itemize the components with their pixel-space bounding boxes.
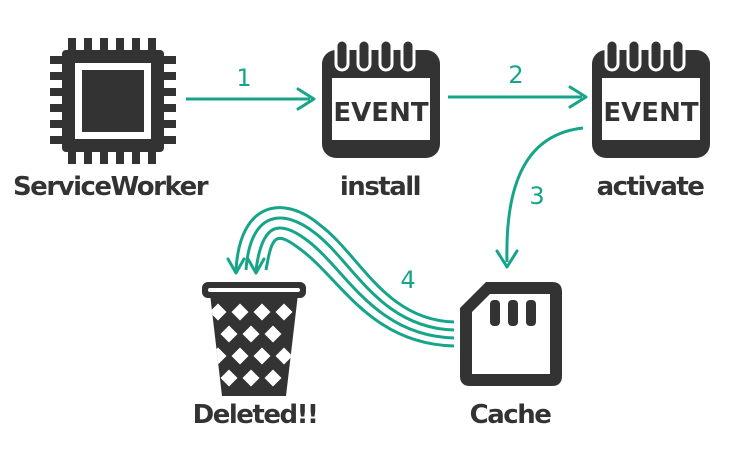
install-event-badge: EVENT bbox=[333, 98, 428, 128]
step-1-number: 1 bbox=[236, 64, 252, 92]
step-2-number: 2 bbox=[508, 61, 524, 89]
calendar-event-icon: EVENT bbox=[592, 38, 710, 158]
trash-basket-icon bbox=[202, 282, 306, 396]
activate-event-badge: EVENT bbox=[603, 98, 698, 128]
arrow-3 bbox=[505, 126, 584, 263]
sd-card-icon bbox=[460, 282, 562, 386]
install-label: install bbox=[339, 172, 422, 202]
deleted-label: Deleted!! bbox=[192, 400, 319, 430]
cache-label: Cache bbox=[469, 400, 552, 430]
activate-label: activate bbox=[596, 172, 705, 202]
cpu-chip-icon bbox=[50, 38, 176, 164]
step-3-number: 3 bbox=[529, 182, 545, 210]
service-worker-label: ServiceWorker bbox=[12, 172, 209, 202]
calendar-event-icon: EVENT bbox=[322, 38, 440, 158]
step-4-number: 4 bbox=[400, 266, 416, 294]
arrow-4-bundle bbox=[234, 206, 455, 348]
